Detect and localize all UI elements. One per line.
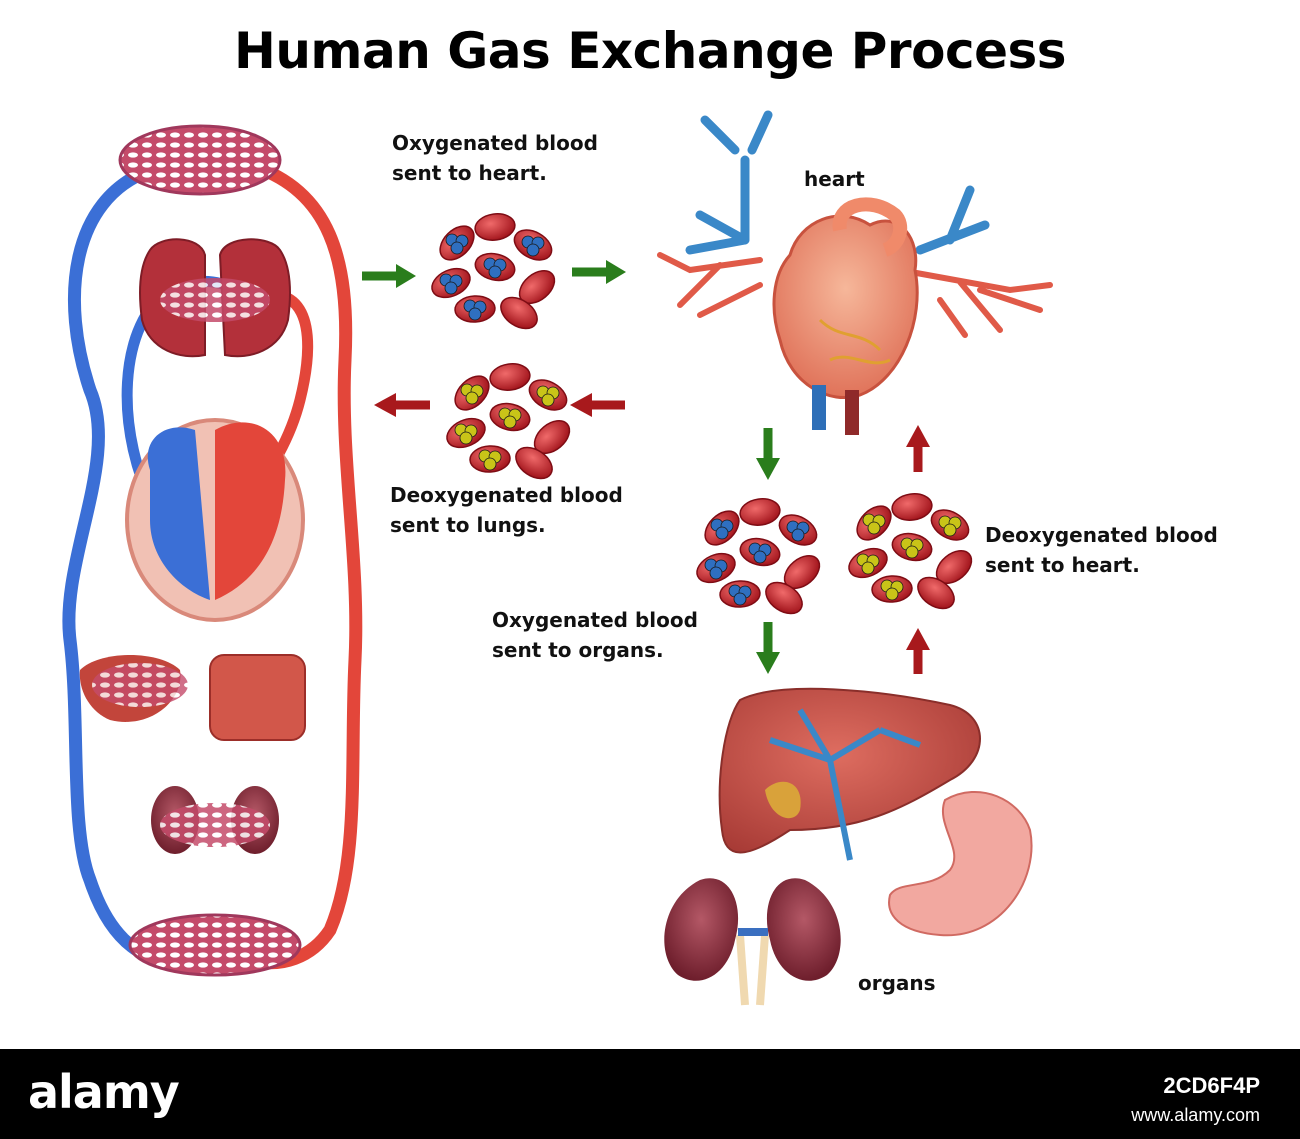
red-blood-cell <box>891 493 933 521</box>
image-id: 2CD6F4P <box>1163 1073 1260 1098</box>
liver <box>718 687 981 854</box>
deoxygenated-cells-middle <box>446 363 571 480</box>
gas-molecule <box>459 431 473 445</box>
arrow-cells-to-organs <box>756 622 780 674</box>
gas-molecule <box>885 587 899 601</box>
aorta <box>832 197 908 257</box>
gallbladder <box>765 781 801 819</box>
gas-molecule <box>503 415 517 429</box>
red-blood-cell <box>474 213 516 241</box>
capillary-bed-bottom <box>128 913 302 977</box>
organs-illustration <box>664 687 1033 1006</box>
red-blood-cell <box>917 576 955 610</box>
hepatic-vessels <box>769 708 922 861</box>
kidney-organ-right <box>766 878 841 981</box>
lungs <box>139 238 291 358</box>
gas-molecule <box>867 521 881 535</box>
arrow-organs-up <box>906 628 930 674</box>
red-blood-cell <box>739 498 781 526</box>
lung-capillaries <box>160 278 270 322</box>
heart-body <box>772 214 919 400</box>
intestines <box>209 654 306 741</box>
heart-right-side <box>147 427 210 600</box>
brand-logo: alamy <box>28 1065 180 1119</box>
vein-branches-blue <box>685 110 990 255</box>
gas-molecule <box>483 457 497 471</box>
gas-molecule <box>861 561 875 575</box>
red-blood-cell <box>515 446 553 480</box>
oxygenated-cells-right <box>696 498 821 615</box>
systemic-vein-left <box>62 163 162 967</box>
diagram-canvas <box>62 110 1053 1006</box>
arrow-heart-down <box>756 428 780 480</box>
gas-molecule <box>450 241 464 255</box>
gas-molecule <box>709 566 723 580</box>
gas-molecule <box>733 592 747 606</box>
capillary-bed-top <box>118 124 282 196</box>
page-title: Human Gas Exchange Process <box>233 22 1067 80</box>
heart-left-side <box>215 422 286 600</box>
artery-branches-red <box>657 252 1053 338</box>
kidney-capillaries <box>160 803 270 847</box>
descending-aorta <box>845 390 859 435</box>
arrow-cells-to-heart <box>572 260 626 284</box>
site-url: www.alamy.com <box>1131 1105 1260 1125</box>
gas-molecule <box>468 307 482 321</box>
gas-molecule <box>905 545 919 559</box>
gas-molecule <box>791 528 805 542</box>
red-blood-cell <box>765 581 803 615</box>
heart-illustration <box>657 110 1053 435</box>
label-heart: heart <box>804 167 865 191</box>
red-blood-cell <box>489 363 531 391</box>
gas-molecule <box>541 393 555 407</box>
vena-cava <box>812 385 826 430</box>
oxygenated-cells-top <box>431 213 556 330</box>
gas-molecule <box>526 243 540 257</box>
label-organs: organs <box>858 971 936 995</box>
gas-molecule <box>753 550 767 564</box>
gas-molecule <box>444 281 458 295</box>
abdominal-capillaries <box>92 663 188 707</box>
deoxygenated-cells-right <box>848 493 973 610</box>
gas-molecule <box>715 526 729 540</box>
renal-vessels <box>738 928 768 936</box>
circulatory-system-illustration <box>62 124 363 977</box>
stomach <box>888 790 1033 937</box>
coronary-vessels <box>818 318 891 365</box>
footer-bar: alamy 2CD6F4P www.alamy.com <box>0 1049 1300 1139</box>
systemic-artery-right <box>248 158 363 970</box>
gas-molecule <box>488 265 502 279</box>
gas-molecule <box>465 391 479 405</box>
arrow-cells-to-lungs <box>374 393 430 417</box>
arrow-lungs-to-cells <box>362 264 416 288</box>
arrow-heart-to-cells <box>570 393 625 417</box>
gas-molecule <box>943 523 957 537</box>
ureters <box>736 934 769 1006</box>
kidney-organ-left <box>664 878 739 981</box>
arrow-up-to-heart <box>906 425 930 472</box>
red-blood-cell <box>500 296 538 330</box>
